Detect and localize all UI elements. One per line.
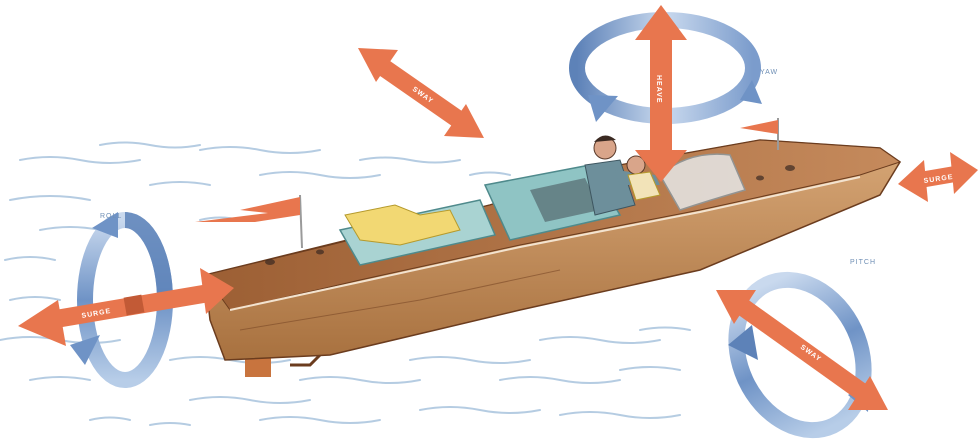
pitch-label: PITCH	[850, 259, 876, 266]
roll-label: ROLL	[100, 213, 122, 220]
sway-arrow-top: SWAY	[358, 48, 484, 138]
surge-arrow-left: SURGE	[18, 268, 234, 346]
heave-label: HEAVE	[655, 75, 662, 104]
heave-arrow: HEAVE	[635, 5, 687, 182]
yaw-label: YAW	[760, 69, 778, 76]
surge-arrow-right: SURGE	[898, 152, 978, 202]
stern-flag	[195, 195, 302, 248]
